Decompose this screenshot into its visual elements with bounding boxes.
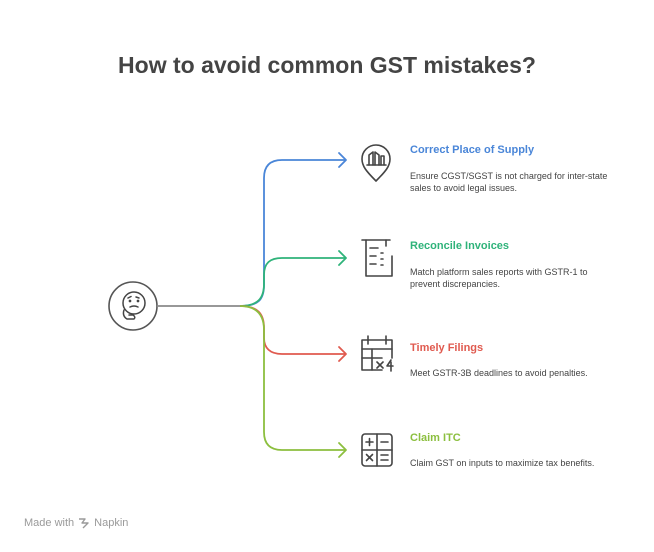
item-description-claim-itc: Claim GST on inputs to maximize tax bene… xyxy=(410,458,595,468)
branch-line-0 xyxy=(239,159,346,307)
location-pin-building-icon xyxy=(361,144,391,182)
napkin-logo-icon xyxy=(79,518,89,529)
arrowhead-1 xyxy=(338,250,347,266)
brand-label: Napkin xyxy=(94,517,129,529)
invoice-list-icon xyxy=(361,239,393,277)
page-title: How to avoid common GST mistakes? xyxy=(118,52,536,78)
item-title-reconcile-invoices: Reconcile Invoices xyxy=(410,240,510,252)
branch-line-3 xyxy=(239,305,346,451)
item-title-claim-itc: Claim ITC xyxy=(410,432,461,444)
calculator-icon xyxy=(361,433,393,467)
made-with-label: Made with xyxy=(24,517,75,529)
arrowhead-0 xyxy=(338,152,347,168)
thinking-face-icon xyxy=(122,291,146,320)
calendar-icon xyxy=(361,335,394,372)
item-description-reconcile-invoices: Match platform sales reports with GSTR-1… xyxy=(410,267,588,289)
arrowhead-3 xyxy=(338,442,347,458)
item-description-timely-filings: Meet GSTR-3B deadlines to avoid penaltie… xyxy=(410,368,588,378)
branch-line-1 xyxy=(239,257,346,307)
arrowhead-2 xyxy=(338,346,347,362)
footer-attribution: Made with Napkin xyxy=(24,517,128,529)
item-title-timely-filings: Timely Filings xyxy=(410,342,484,354)
item-description-correct-place-of-supply: Ensure CGST/SGST is not charged for inte… xyxy=(410,171,608,193)
branch-line-2 xyxy=(239,305,346,355)
item-title-correct-place-of-supply: Correct Place of Supply xyxy=(410,144,535,156)
